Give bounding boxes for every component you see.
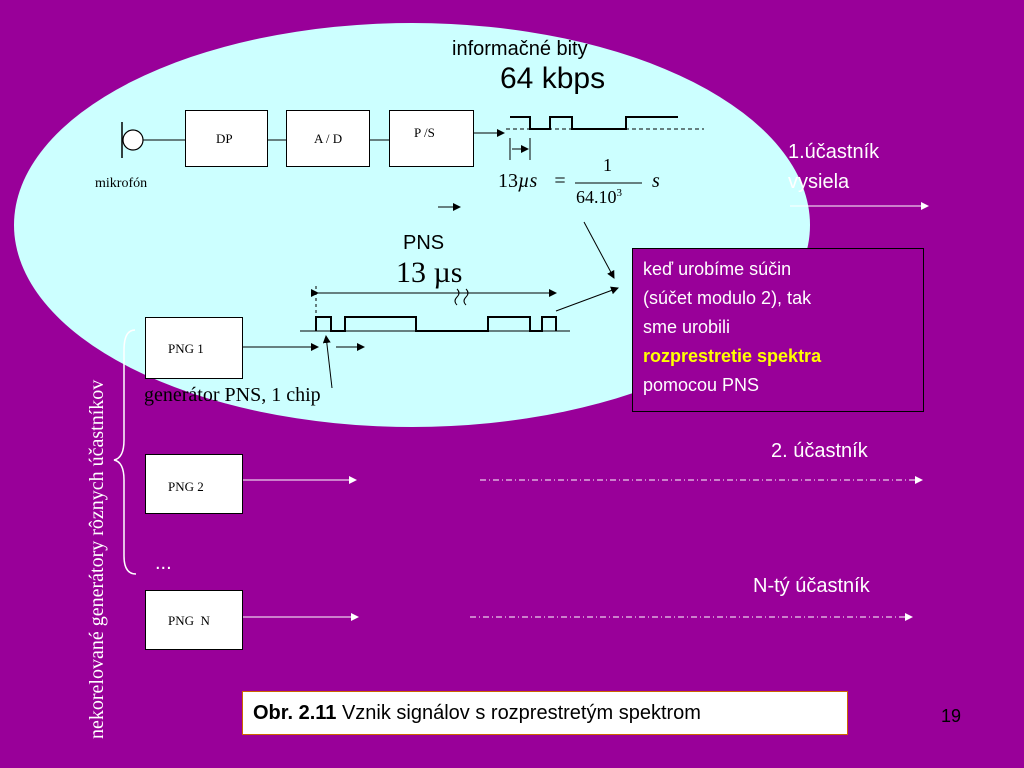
microphone-label: mikrofón (95, 176, 148, 191)
explanation-note: keď urobíme súčin (súčet modulo 2), tak … (632, 248, 924, 412)
rate-label: 64 kbps (500, 62, 606, 95)
ad-label: A / D (314, 131, 343, 146)
formula-numerator: 1 (603, 155, 612, 175)
brace (113, 329, 137, 575)
png2-label: PNG 2 (168, 479, 204, 494)
pngN-block: PNG N (145, 590, 243, 650)
figure-caption: Obr. 2.11 Vznik signálov s rozprestretým… (242, 691, 848, 735)
participantN-label: N-tý účastník (753, 575, 870, 597)
formula-value: 13 (498, 170, 518, 192)
participant1-label-1: 1.účastník (788, 141, 880, 163)
pns-label: PNS (403, 232, 445, 254)
note-highlight: rozprestretie spektra (643, 346, 822, 366)
break-mark (454, 288, 469, 306)
dp-block: DP (185, 110, 268, 167)
caption-text: Vznik signálov s rozprestretým spektrom (336, 702, 701, 724)
info-bits-waveform (510, 116, 678, 130)
formula: 13µs = (498, 170, 566, 193)
pns-generator-label: generátor PNS, 1 chip (144, 384, 321, 406)
vertical-label: nekorelované generátory rôznych účastník… (86, 379, 108, 739)
formula-denominator-base: 64.10 (576, 187, 617, 207)
pngN-label: PNG N (168, 613, 210, 628)
png1-block: PNG 1 (145, 317, 243, 379)
formula-equals: = (554, 170, 566, 192)
note-line-3: sme urobili (643, 317, 731, 337)
participant2-label: 2. účastník (771, 440, 868, 462)
formula-denominator: 64.103 (576, 187, 622, 208)
ellipsis-label: ... (155, 552, 172, 574)
formula-result-unit: s (652, 170, 660, 192)
participant1-label-2: vysiela (788, 171, 850, 193)
pns-waveform (315, 316, 557, 332)
png2-block: PNG 2 (145, 454, 243, 514)
microphone-icon (121, 122, 144, 158)
formula-unit: µs (518, 170, 538, 192)
info-bits-label: informačné bity (452, 38, 588, 60)
formula-exponent: 3 (616, 187, 623, 199)
note-line-2: (súčet modulo 2), tak (643, 288, 812, 308)
caption-number: Obr. 2.11 (253, 702, 337, 724)
note-line-5: pomocou PNS (643, 375, 760, 395)
pns-period-label: 13 µs (396, 256, 463, 289)
ad-block: A / D (286, 110, 370, 167)
pns-pointer (555, 286, 619, 312)
ps-label: P /S (414, 125, 435, 140)
png1-label: PNG 1 (168, 341, 204, 356)
ps-block: P /S (389, 110, 474, 167)
chip-pointer (322, 335, 333, 389)
dp-label: DP (216, 131, 233, 146)
note-line-1: keď urobíme súčin (643, 259, 792, 279)
formula-pointer (583, 221, 615, 279)
page-number: 19 (941, 706, 962, 726)
